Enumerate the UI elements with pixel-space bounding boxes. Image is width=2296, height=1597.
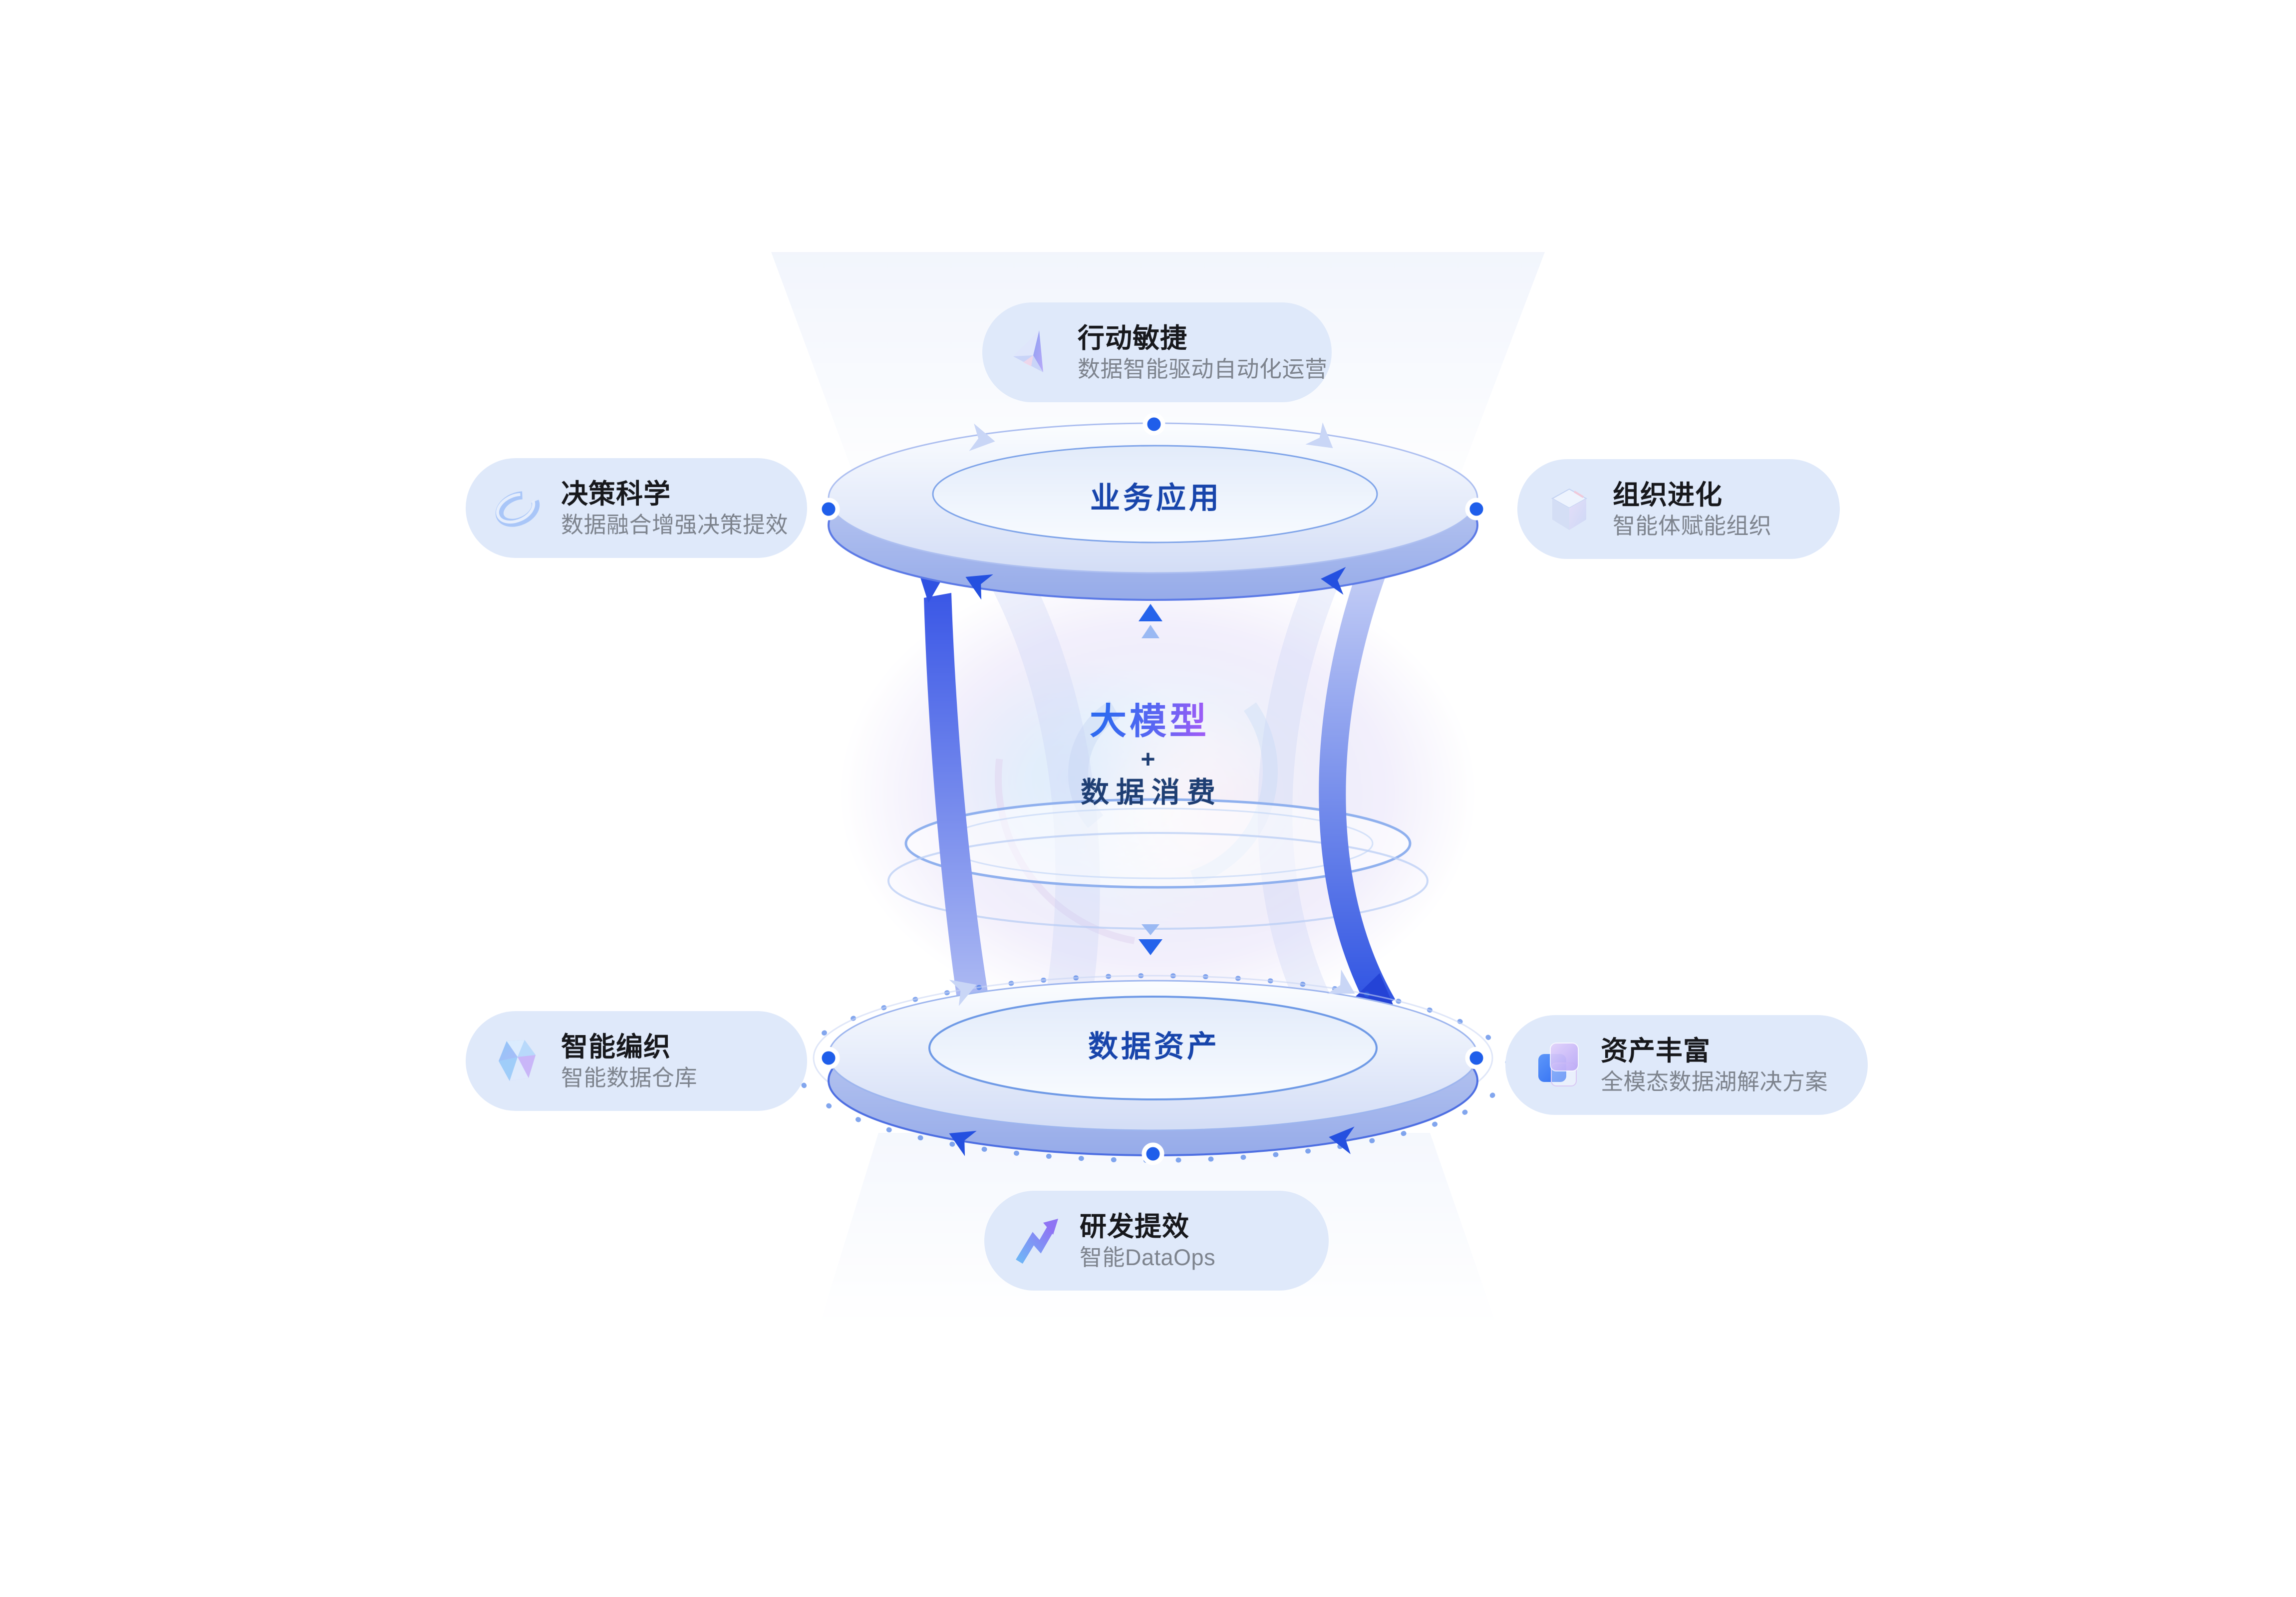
card-subtitle: 智能DataOps [1080, 1244, 1216, 1270]
waist-lens-echo [887, 832, 1429, 930]
card-subtitle: 数据智能驱动自动化运营 [1078, 356, 1328, 382]
left-echo-band [978, 551, 1100, 1118]
card-text: 行动敏捷 数据智能驱动自动化运营 [1078, 323, 1328, 382]
card-title: 资产丰富 [1601, 1036, 1711, 1066]
card-text: 智能编织 智能数据仓库 [561, 1034, 697, 1089]
axis-up-arrows [1139, 604, 1162, 638]
card-subtitle: 数据融合增强决策提效 [561, 512, 789, 537]
card-subtitle: 全模态数据湖解决方案 [1601, 1068, 1828, 1094]
card-title: 智能编织 [561, 1032, 671, 1062]
zigzag-arrow-icon [1016, 1218, 1058, 1264]
card-subtitle: 智能数据仓库 [561, 1065, 698, 1090]
card-text: 决策科学 数据融合增强决策提效 [561, 479, 789, 537]
top-ring-label: 业务应用 [1090, 481, 1222, 515]
gem-icon [499, 1040, 536, 1081]
card-text: 研发提效 智能DataOps [1080, 1213, 1215, 1269]
cube-icon [1551, 488, 1588, 530]
card-decision-science: 决策科学 数据融合增强决策提效 [466, 458, 807, 558]
loop-icon [495, 491, 540, 527]
card-rd-efficiency: 研发提效 智能DataOps [984, 1191, 1329, 1291]
ring-node-dots [817, 413, 1488, 1165]
bottom-ring-label: 数据资产 [1088, 1030, 1220, 1064]
card-subtitle: 智能体赋能组织 [1613, 513, 1772, 538]
waist-lens [904, 798, 1412, 889]
card-title: 研发提效 [1080, 1211, 1189, 1242]
card-action-agility: 行动敏捷 数据智能驱动自动化运营 [982, 302, 1332, 402]
center-title-block: 大模型 + 数据消费 [1081, 703, 1215, 807]
card-text: 资产丰富 全模态数据湖解决方案 [1601, 1038, 1828, 1093]
center-title-model: 大模型 [1090, 700, 1209, 742]
card-organization-evolution: 组织进化 智能体赋能组织 [1517, 459, 1840, 559]
plus-sign: + [1141, 745, 1155, 773]
bottom-ring [828, 980, 1478, 1156]
pyramid-icon [1013, 330, 1043, 372]
card-title: 组织进化 [1613, 480, 1722, 510]
top-ring [828, 422, 1478, 601]
card-rich-assets: 资产丰富 全模态数据湖解决方案 [1505, 1015, 1868, 1115]
card-title: 行动敏捷 [1078, 323, 1187, 353]
card-intelligent-weaving: 智能编织 智能数据仓库 [466, 1011, 807, 1111]
center-title-consumption: 数据消费 [1081, 777, 1222, 808]
axis-down-arrows [1139, 924, 1162, 955]
card-text: 组织进化 智能体赋能组织 [1613, 482, 1772, 537]
card-title: 决策科学 [561, 479, 671, 509]
stacked-cards-icon [1538, 1042, 1579, 1086]
